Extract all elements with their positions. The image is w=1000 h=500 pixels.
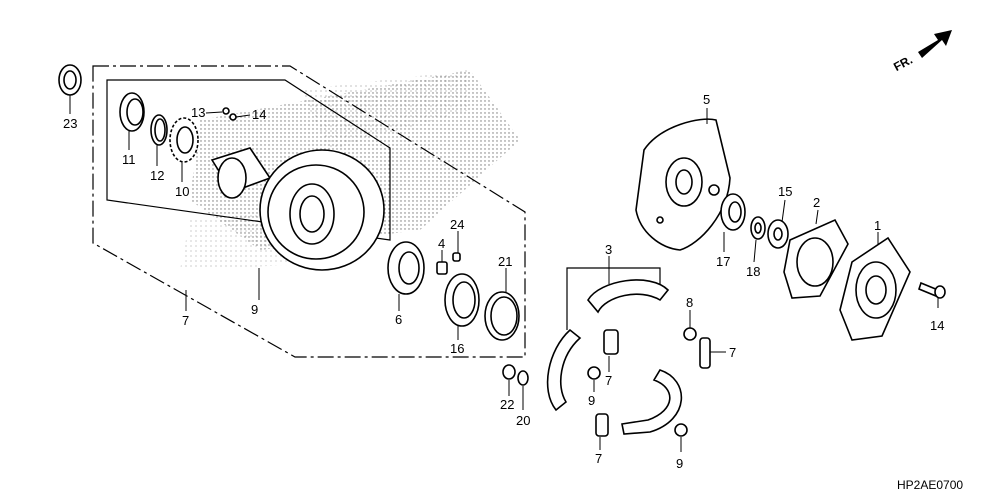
part-15-bolt — [918, 281, 946, 299]
part-18-ring — [720, 193, 746, 231]
front-arrow-icon — [918, 30, 952, 58]
part-5-drive-plate — [635, 118, 731, 251]
callout-labels: 23 11 12 10 13 14 9 7 6 4 24 16 21 3 5 1… — [63, 92, 944, 471]
callout-12: 11 — [122, 152, 136, 167]
callout-3: 3 — [605, 242, 612, 257]
part-1-cover — [839, 236, 911, 341]
part-6-one-way-clutch — [387, 241, 425, 295]
callout-7a: 7 — [729, 345, 736, 360]
front-label: FR. — [891, 53, 915, 74]
part-10-clutch-outer — [210, 147, 385, 271]
front-direction-indicator: FR. — [891, 30, 952, 74]
part-12-bearing — [119, 92, 145, 132]
part-4-spring — [436, 261, 448, 275]
callout-9b: 9 — [588, 393, 595, 408]
part-22-circlip — [484, 291, 520, 341]
callout-18: 17 — [716, 254, 730, 269]
callout-10: 9 — [251, 302, 258, 317]
callout-20: 20 — [516, 413, 530, 428]
callout-9c: 9 — [676, 456, 683, 471]
part-17-side-plate — [444, 273, 480, 327]
callout-5: 5 — [703, 92, 710, 107]
part-2-gasket — [783, 218, 849, 299]
part-13-snap-ring — [150, 114, 168, 146]
callout-24: 24 — [450, 217, 464, 232]
callout-7b: 7 — [605, 373, 612, 388]
diagram-code: HP2AE0700 — [897, 478, 963, 492]
callout-11: 10 — [175, 184, 189, 199]
part-20-washer — [517, 370, 529, 386]
callout-4: 4 — [438, 236, 445, 251]
assembly-outline-10 — [106, 79, 391, 241]
callout-1: 1 — [874, 218, 881, 233]
callout-8: 7 — [182, 313, 189, 328]
callout-15: 14 — [930, 318, 944, 333]
part-23-nut — [502, 364, 516, 380]
callout-14a: 13 — [191, 105, 205, 120]
part-19-washer — [750, 216, 766, 240]
part-7-springs — [595, 329, 711, 437]
part-21-seal — [58, 64, 82, 96]
callout-22: 21 — [498, 254, 512, 269]
callout-2: 2 — [813, 195, 820, 210]
part-3-clutch-shoes — [546, 279, 683, 435]
bracket-3 — [566, 267, 661, 330]
part-24-pin — [452, 252, 461, 262]
assembly-outline-8 — [92, 65, 526, 358]
callout-7c: 7 — [595, 451, 602, 466]
callout-6: 6 — [395, 312, 402, 327]
callout-21: 23 — [63, 116, 77, 131]
callout-13: 12 — [150, 168, 164, 183]
callout-23: 22 — [500, 397, 514, 412]
callout-19: 18 — [746, 264, 760, 279]
leader-lines — [69, 95, 939, 452]
callout-17: 16 — [450, 341, 464, 356]
part-16-nut — [767, 219, 789, 249]
callout-9a: 8 — [686, 295, 693, 310]
callout-14b: 14 — [252, 107, 266, 122]
callout-16: 15 — [778, 184, 792, 199]
part-11-gear — [169, 117, 199, 163]
